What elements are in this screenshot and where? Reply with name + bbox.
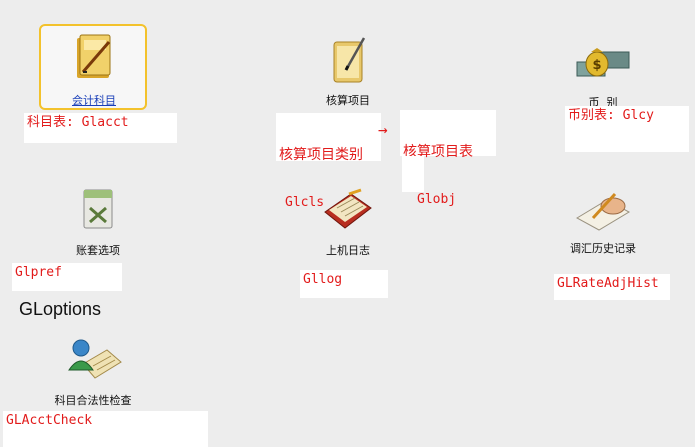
annotation-glpref: Glpref <box>12 263 122 291</box>
options-document-icon <box>83 189 113 229</box>
annotation-arrow: → <box>378 120 388 139</box>
annotation-glcls-title: 核算项目类别 <box>279 147 363 163</box>
currency-item[interactable]: $ 币 别 <box>553 44 653 110</box>
annotation-glrate: GLRateAdjHist <box>554 274 670 300</box>
exchange-history-label: 调汇历史记录 <box>570 242 636 255</box>
writing-hand-icon <box>575 192 631 231</box>
white-patch <box>402 156 424 192</box>
svg-text:$: $ <box>592 58 601 73</box>
annotation-glacct: 科目表: Glacct <box>24 113 177 143</box>
ledger-account-label[interactable]: 会计科目 <box>72 94 116 107</box>
annotation-glcls: 核算项目类别 Glcls <box>276 113 381 210</box>
operation-log-item[interactable]: 上机日志 <box>298 188 398 258</box>
currency-label: 币 别 <box>588 96 618 109</box>
user-check-icon <box>68 339 122 379</box>
operation-log-label: 上机日志 <box>326 244 370 257</box>
annotation-glcls-code: Glcls <box>285 195 325 210</box>
ledger-book-icon <box>77 34 111 78</box>
accounting-item-item[interactable]: 核算项目 <box>298 36 398 108</box>
accounting-item-label: 核算项目 <box>326 94 370 107</box>
gloptions-text: GLoptions <box>19 299 102 319</box>
annotation-glacctcheck: GLAcctCheck <box>3 411 208 447</box>
annotation-globj-code: Globj <box>417 192 457 207</box>
annotation-glcy: 币别表: Glcy <box>565 106 689 152</box>
account-check-item[interactable]: 科目合法性检查 <box>43 336 143 408</box>
notepad-pen-icon <box>333 37 366 83</box>
annotation-globj: 核算项目表 Globj <box>400 110 496 207</box>
ledger-account-item[interactable]: 会计科目 <box>44 32 144 108</box>
annotation-gllog: Gllog <box>300 270 388 298</box>
account-check-label: 科目合法性检查 <box>54 394 132 407</box>
book-options-item[interactable]: 账套选项 <box>48 186 148 258</box>
book-options-label: 账套选项 <box>76 244 120 257</box>
exchange-history-item[interactable]: 调汇历史记录 <box>553 188 653 256</box>
money-bag-icon: $ <box>576 48 630 77</box>
log-book-icon <box>324 188 372 229</box>
